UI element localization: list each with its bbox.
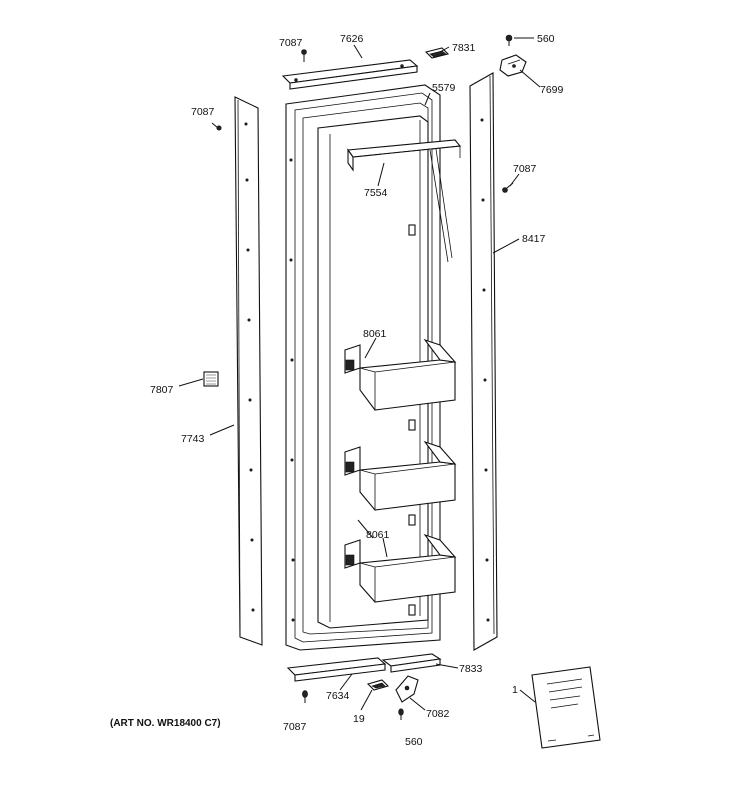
callout-7087-right: 7087 (513, 163, 537, 175)
callout-7087-top: 7087 (279, 37, 303, 49)
callout-7831: 7831 (452, 42, 476, 54)
callout-7743: 7743 (181, 433, 205, 445)
callout-560-top: 560 (537, 33, 555, 45)
right-door-trim-8417 (469, 72, 498, 651)
bottom-hinge-7082 (395, 675, 419, 703)
callout-7807: 7807 (150, 384, 174, 396)
callout-7087-bottom: 7087 (283, 721, 307, 733)
callout-7554: 7554 (364, 187, 388, 199)
door-bin-upper (344, 338, 457, 411)
callout-8061-upper: 8061 (363, 328, 387, 340)
callout-labels: 7087 7626 7831 560 7699 7087 5579 7554 7… (150, 33, 564, 748)
callout-7626: 7626 (340, 33, 364, 45)
callout-7699: 7699 (540, 84, 564, 96)
door-bin-lower (344, 533, 457, 603)
screw-7087-left (211, 122, 222, 131)
top-hinge-7699 (499, 54, 527, 77)
callout-7833: 7833 (459, 663, 483, 675)
screw-560-top (505, 34, 513, 46)
top-door-cap-7626 (281, 59, 419, 90)
handle-trim-7807 (203, 371, 219, 387)
callout-5579: 5579 (432, 82, 456, 94)
callout-8061-lower: 8061 (366, 529, 390, 541)
door-bin-middle (344, 440, 457, 511)
owner-literature-1 (531, 666, 601, 749)
hinge-pad-19 (366, 679, 390, 691)
art-number: (ART NO. WR18400 C7) (110, 718, 221, 729)
bottom-door-cap-7634 (286, 657, 387, 682)
screw-7087-bottom (302, 690, 308, 703)
callout-1: 1 (512, 684, 518, 696)
callout-7087-left: 7087 (191, 106, 215, 118)
callout-7082: 7082 (426, 708, 450, 720)
callout-8417: 8417 (522, 233, 546, 245)
callout-560-bottom: 560 (405, 736, 423, 748)
callout-19: 19 (353, 713, 365, 725)
screw-7087-top (301, 49, 307, 62)
screw-560-bottom (398, 708, 404, 720)
left-door-trim-7743 (234, 96, 263, 646)
leader-lines (178, 37, 541, 711)
bottom-cap-7833 (381, 653, 442, 673)
dairy-cover-7554 (346, 139, 462, 263)
callout-7634: 7634 (326, 690, 350, 702)
